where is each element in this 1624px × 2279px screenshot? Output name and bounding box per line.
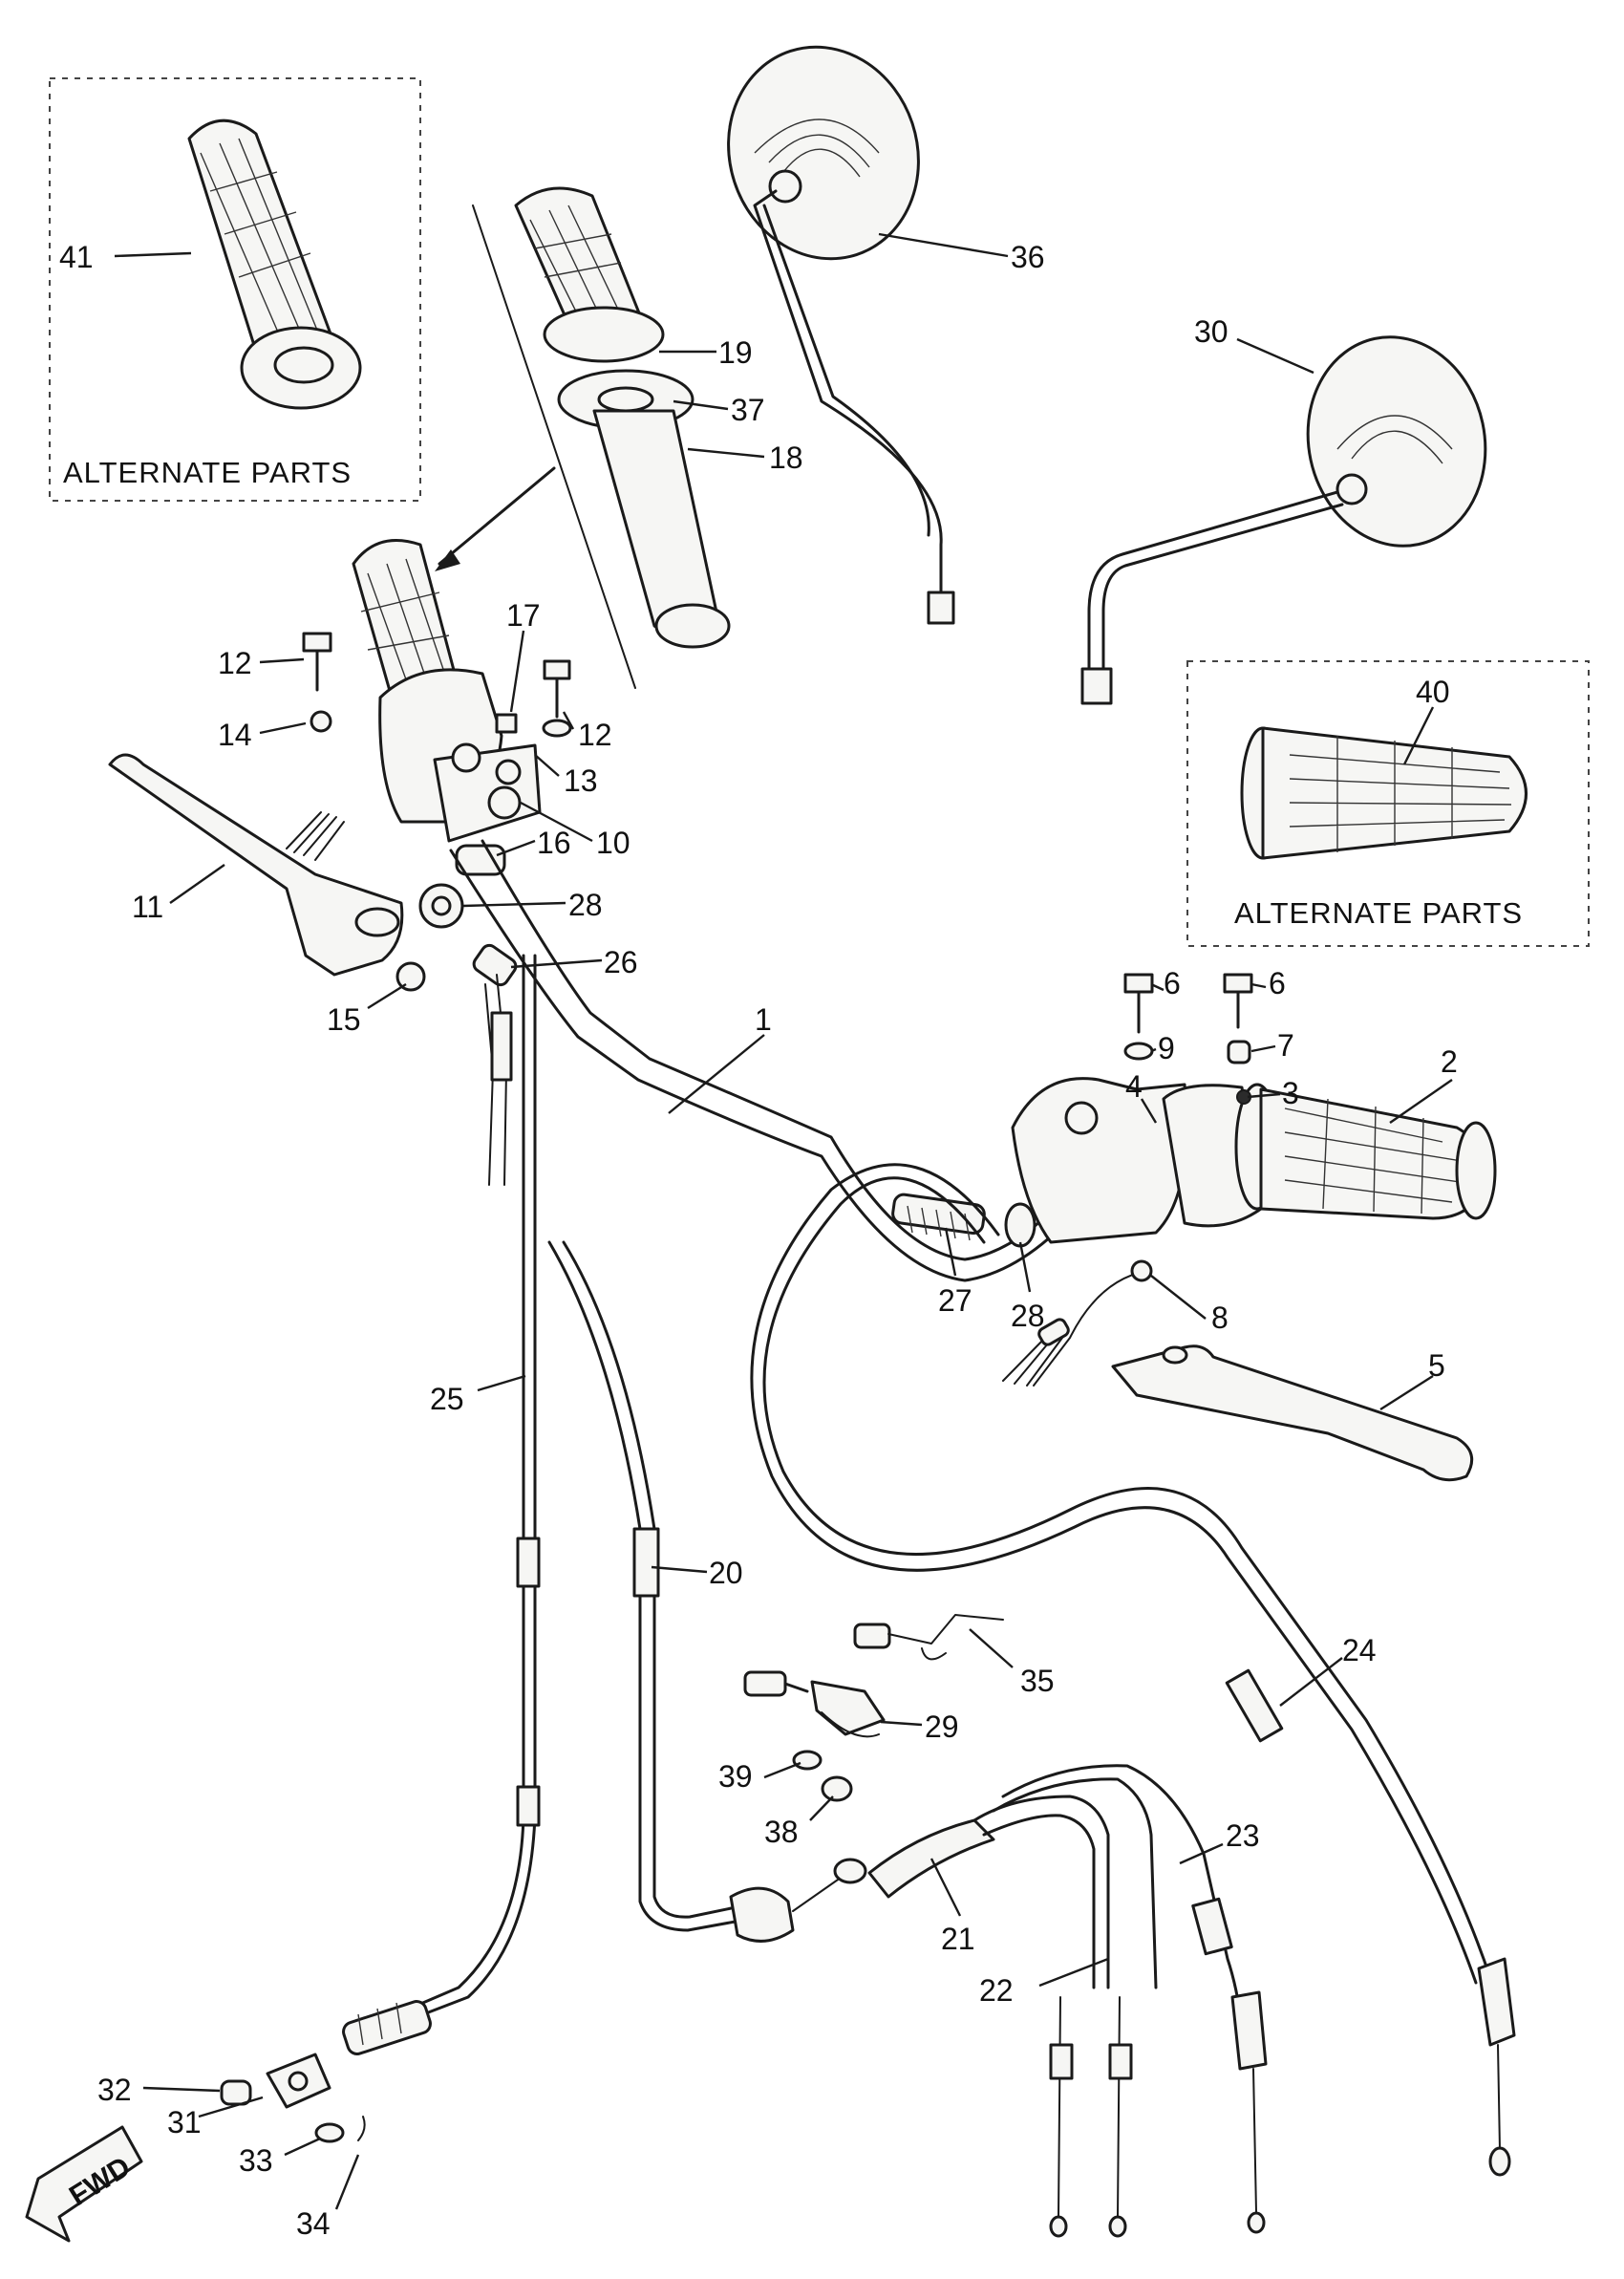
callout-2: 2 [1441,1044,1458,1079]
left-control-assembly-drawing [108,539,572,1186]
alternate-parts-box-left: ALTERNATE PARTS [49,77,421,502]
callout-6a: 6 [1164,966,1181,1000]
callout-41: 41 [59,240,94,274]
callout-35: 35 [1020,1664,1055,1698]
callout-34: 34 [296,2206,331,2241]
callout-32: 32 [97,2073,132,2107]
grip-40-drawing [1240,726,1528,860]
dashed-box-border [1186,660,1590,947]
callout-27: 27 [938,1283,972,1318]
callout-5: 5 [1428,1348,1445,1383]
callout-1: 1 [755,1002,772,1037]
callout-7: 7 [1277,1028,1294,1063]
alternate-parts-label: ALTERNATE PARTS [63,456,352,489]
callout-24: 24 [1342,1633,1377,1667]
callout-31: 31 [167,2105,202,2139]
callout-13: 13 [564,763,598,798]
callout-39: 39 [718,1759,753,1794]
cables-drawing [220,954,1516,2238]
callout-8: 8 [1211,1301,1229,1335]
callout-21: 21 [941,1922,975,1956]
callout-40: 40 [1416,675,1450,709]
throttle-grip-assembly-drawing [435,186,731,689]
right-control-assembly-drawing [891,973,1497,1482]
callouts: 1 2 3 4 5 6 6 7 8 9 10 11 12 12 13 14 15 [59,232,1458,2241]
callout-22: 22 [979,1973,1014,2008]
callout-25: 25 [430,1382,464,1416]
callout-17: 17 [506,598,541,633]
callout-18: 18 [769,441,803,475]
mirror-36-drawing [727,45,955,625]
callout-37: 37 [731,393,765,427]
callout-16: 16 [537,826,571,860]
callout-4: 4 [1125,1069,1143,1104]
callout-15: 15 [327,1002,361,1037]
callout-20: 20 [709,1556,743,1590]
callout-12a: 12 [218,646,252,680]
callout-3: 3 [1282,1076,1299,1110]
callout-30: 30 [1194,314,1229,349]
callout-19: 19 [718,335,753,370]
alternate-parts-box-right: ALTERNATE PARTS [1186,660,1590,947]
callout-28a: 28 [568,888,603,922]
callout-29: 29 [925,1709,959,1744]
callout-26: 26 [604,945,638,979]
callout-12b: 12 [578,718,612,752]
grip-41-drawing [187,118,362,410]
callout-6b: 6 [1269,966,1286,1000]
callout-28b: 28 [1011,1299,1045,1333]
callout-10: 10 [596,826,630,860]
fwd-marker: FWD [25,2125,143,2243]
callout-11: 11 [132,890,163,924]
forward-arrow-icon [25,2125,143,2243]
callout-38: 38 [764,1815,799,1849]
alternate-parts-label: ALTERNATE PARTS [1234,896,1523,930]
callout-23: 23 [1226,1818,1260,1853]
callout-33: 33 [239,2143,273,2178]
callout-14: 14 [218,718,252,752]
mirror-30-drawing [1080,335,1487,705]
callout-9: 9 [1158,1031,1175,1065]
handlebar-1-drawing [449,839,1100,1282]
callout-36: 36 [1011,240,1045,274]
